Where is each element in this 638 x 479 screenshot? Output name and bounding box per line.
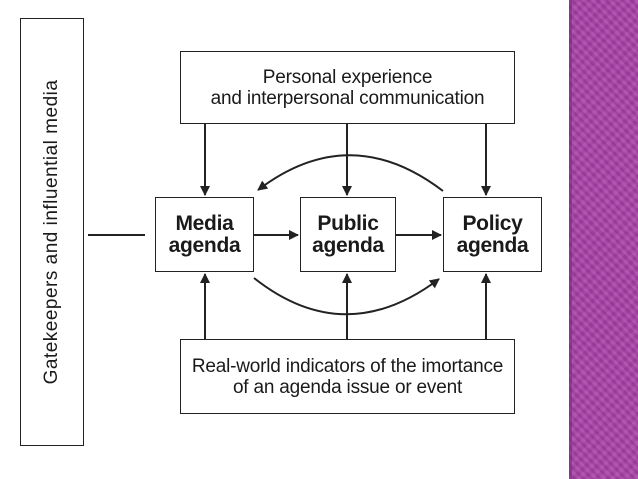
gatekeepers-box <box>20 18 84 446</box>
personal-experience-box: Personal experience and interpersonal co… <box>180 51 515 124</box>
media-agenda-box: Media agenda <box>155 197 254 272</box>
public-agenda-label: Public agenda <box>312 211 384 257</box>
real-world-indicators-label: Real-world indicators of the imortance o… <box>191 355 504 398</box>
arrow-policy-to-media-curve <box>257 154 444 192</box>
policy-agenda-label: Policy agenda <box>456 211 529 257</box>
diagram-arrows <box>88 124 491 339</box>
public-agenda-box: Public agenda <box>300 197 396 272</box>
policy-agenda-box: Policy agenda <box>443 197 542 272</box>
decorative-side-bar <box>569 0 638 479</box>
media-agenda-label: Media agenda <box>168 211 241 257</box>
personal-experience-label: Personal experience and interpersonal co… <box>210 66 485 109</box>
decorative-side-bar-edge <box>569 0 572 479</box>
real-world-indicators-box: Real-world indicators of the imortance o… <box>180 339 515 414</box>
arrow-media-to-policy-curve <box>253 277 440 316</box>
